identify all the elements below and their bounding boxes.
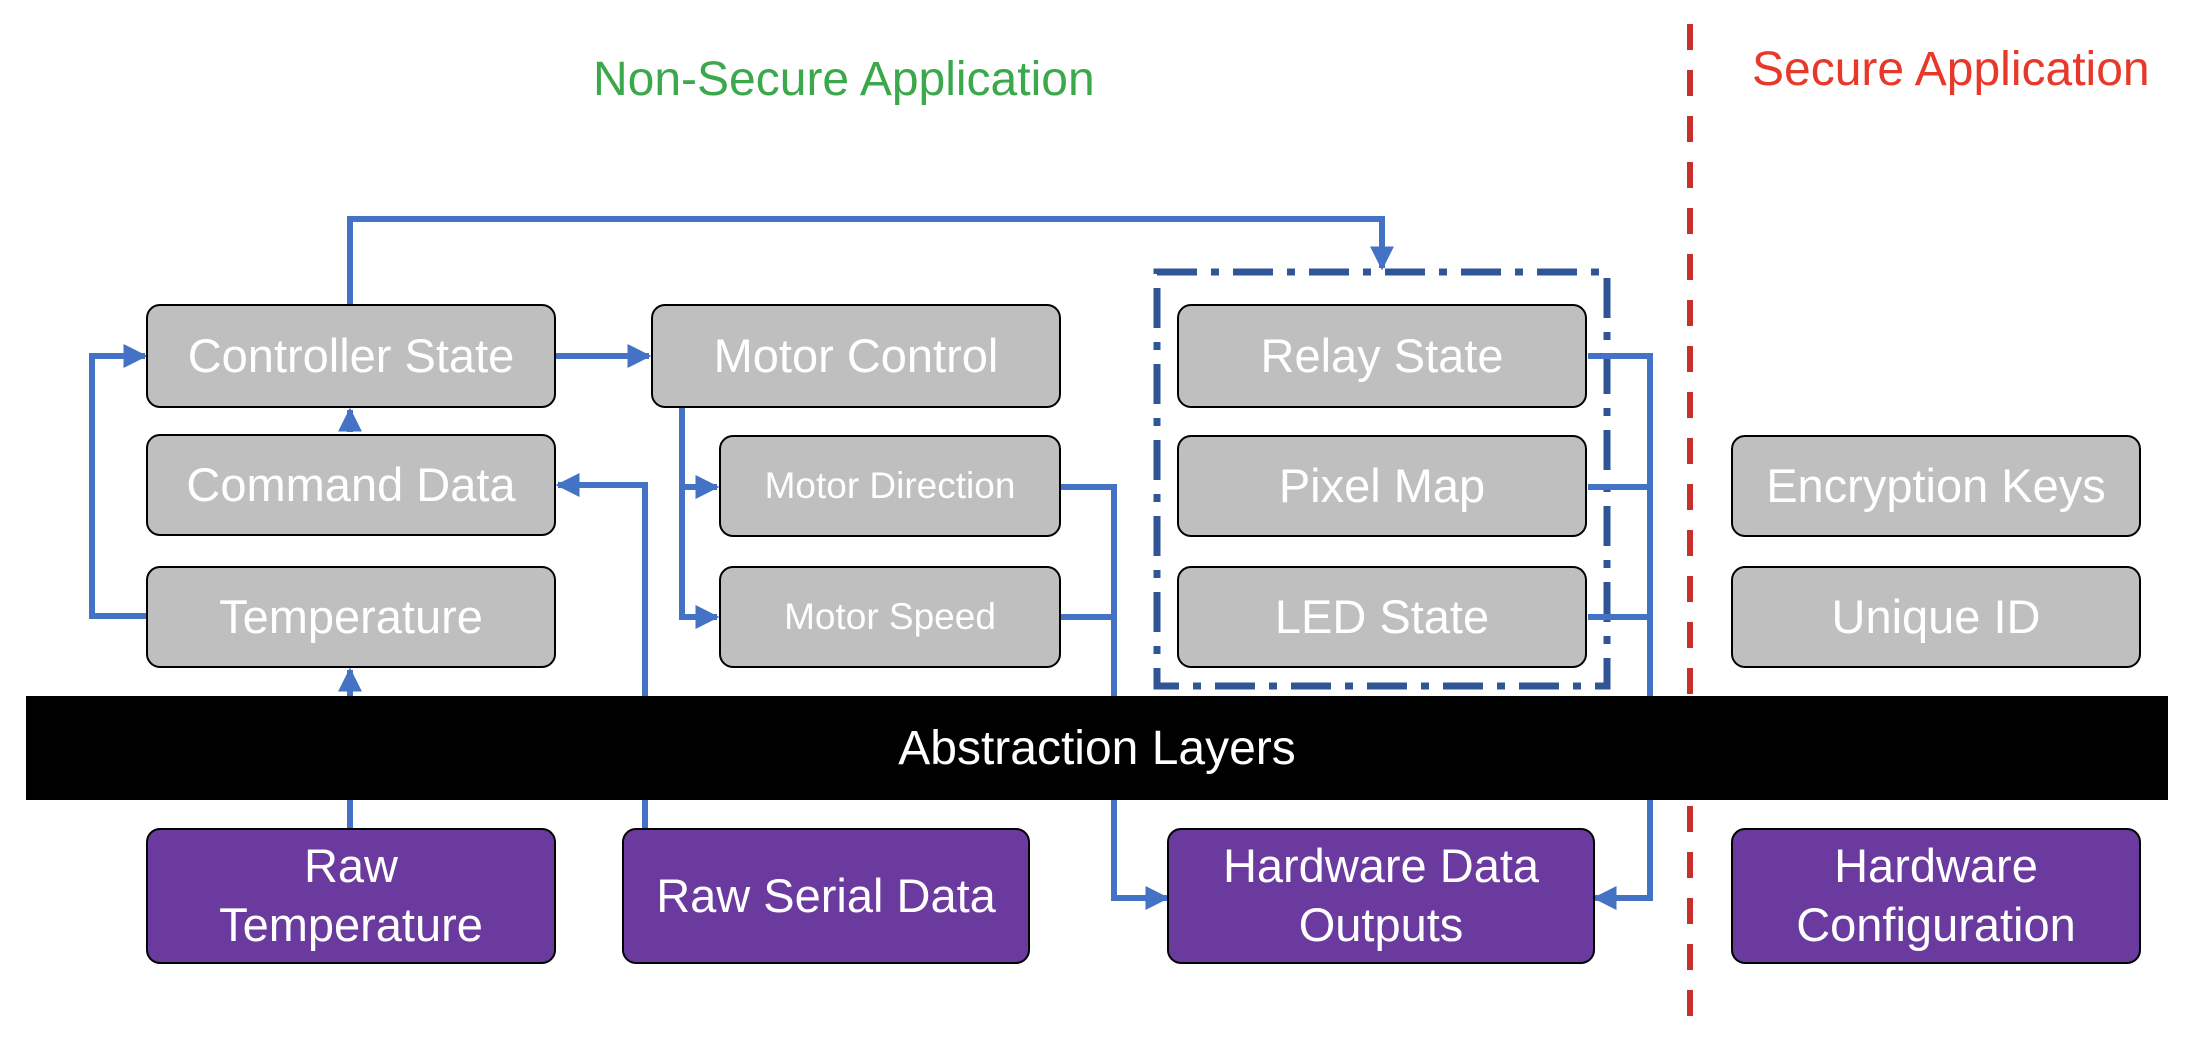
node-relay-state: Relay State [1177, 304, 1587, 408]
abstraction-layers-label: Abstraction Layers [898, 721, 1296, 775]
node-led-state: LED State [1177, 566, 1587, 668]
arrow-controller-to-relay [347, 216, 1394, 304]
node-raw-serial-data: Raw Serial Data [622, 828, 1030, 964]
node-motor-speed: Motor Speed [719, 566, 1061, 668]
node-hardware-data-outputs: Hardware Data Outputs [1167, 828, 1595, 964]
node-raw-temperature: Raw Temperature [146, 828, 556, 964]
non-secure-title: Non-Secure Application [593, 53, 1095, 106]
abstraction-layers-bar: Abstraction Layers [26, 696, 2168, 800]
node-controller-state: Controller State [146, 304, 556, 408]
node-command-data: Command Data [146, 434, 556, 536]
output-state-group [1153, 268, 1611, 690]
node-temperature: Temperature [146, 566, 556, 668]
node-motor-control: Motor Control [651, 304, 1061, 408]
arrow-motor-direction-to-hw-out [1060, 484, 1170, 910]
node-unique-id: Unique ID [1731, 566, 2141, 668]
node-pixel-map: Pixel Map [1177, 435, 1587, 537]
node-encryption-keys: Encryption Keys [1731, 435, 2141, 537]
arrow-motor-control-to-direction [679, 408, 720, 499]
node-hardware-configuration: Hardware Configuration [1731, 828, 2141, 964]
arrow-temperature-to-controller [89, 344, 148, 619]
arrow-relay-to-hw-out [1588, 353, 1653, 910]
arrow-motor-control-to-speed [679, 487, 720, 629]
secure-title: Secure Application [1752, 43, 2150, 96]
node-motor-direction: Motor Direction [719, 435, 1061, 537]
